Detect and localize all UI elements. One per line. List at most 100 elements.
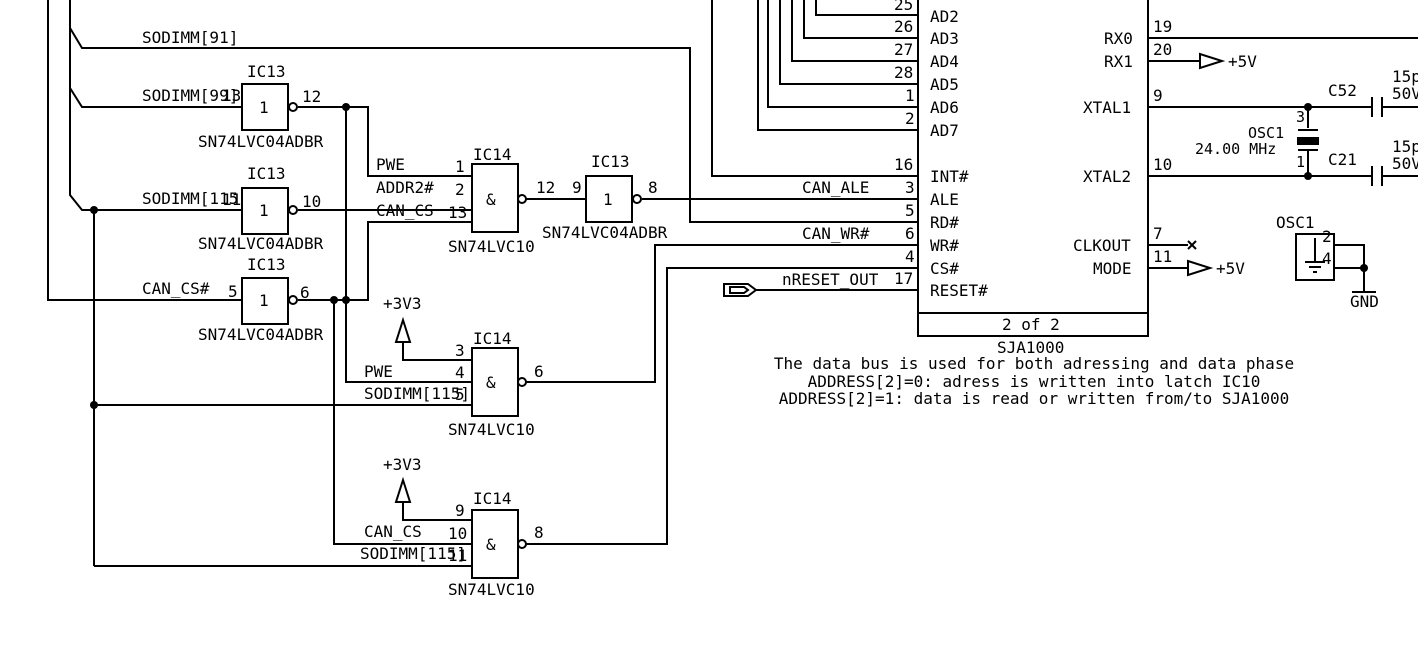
pin-name: XTAL1 [1083, 98, 1131, 117]
cap-ref: C21 [1328, 150, 1357, 169]
capacitor-c52: C52 15p 50V [1328, 67, 1418, 117]
net-label-pwe: PWE [376, 155, 405, 174]
pin-number: 12 [536, 178, 555, 197]
note-line: The data bus is used for both adressing … [774, 354, 1294, 373]
power-5v-rx1: +5V [1199, 52, 1257, 71]
net-label-sodimm99: SODIMM[99] [142, 86, 238, 105]
gate-ref: IC14 [473, 489, 512, 508]
svg-text:1: 1 [259, 201, 269, 220]
pin-number: 11 [1153, 247, 1172, 266]
pin-number: 4 [905, 247, 915, 266]
gate-part: SN74LVC10 [448, 580, 535, 599]
gate-ref: IC13 [591, 152, 630, 171]
pin-number: 25 [894, 0, 913, 14]
inverter-gate-ic13-b: 1 IC13 SN74LVC04ADBR 11 10 [198, 164, 324, 253]
pin-name: MODE [1093, 259, 1132, 278]
schematic-notes: The data bus is used for both adressing … [774, 354, 1294, 408]
gate-part: SN74LVC04ADBR [198, 132, 324, 151]
gate-part: SN74LVC04ADBR [542, 223, 668, 242]
gnd-symbol: GND [1350, 291, 1379, 311]
nand-gate-ic14-b: & IC14 SN74LVC10 3 4 5 6 [448, 329, 544, 439]
pin-number: 6 [534, 362, 544, 381]
pin-number: 6 [905, 224, 915, 243]
pin-name: RD# [930, 213, 959, 232]
pin-name: CS# [930, 259, 959, 278]
pin-number: 5 [228, 282, 238, 301]
crystal-ref: OSC1 [1248, 124, 1284, 142]
pin-number: 4 [1322, 249, 1332, 268]
junction-dot [342, 103, 350, 111]
ic-name: SJA1000 [997, 338, 1064, 357]
net-label-can-wr: CAN_WR# [802, 224, 870, 243]
pin-name: RX1 [1104, 52, 1133, 71]
gate-part: SN74LVC10 [448, 420, 535, 439]
pin-number: 2 [1322, 227, 1332, 246]
power-label: +5V [1228, 52, 1257, 71]
nand-gate-ic14-c: & IC14 SN74LVC10 9 10 11 8 [448, 489, 544, 599]
gate-ref: IC13 [247, 255, 286, 274]
pin-name: WR# [930, 236, 959, 255]
pin-name: AD6 [930, 98, 959, 117]
svg-text:&: & [486, 535, 496, 554]
pin-number: 8 [534, 523, 544, 542]
cap-ref: C52 [1328, 81, 1357, 100]
pin-number: 8 [648, 178, 658, 197]
capacitor-c21: C21 15p 50V [1328, 137, 1418, 186]
net-label-can-cs-2: CAN_CS [364, 522, 422, 541]
net-label-sodimm115-3: SODIMM[115] [360, 544, 466, 563]
pin-number: 17 [894, 269, 913, 288]
pin-number: 7 [1153, 224, 1163, 243]
hierarchical-port-icon [723, 283, 758, 297]
net-label-sodimm115-2: SODIMM[115] [364, 384, 470, 403]
net-label-addr2: ADDR2# [376, 178, 434, 197]
no-connect-icon [1187, 240, 1197, 250]
pin-number: 11 [222, 190, 241, 209]
inverter-gate-ic13-d: 1 IC13 SN74LVC04ADBR 9 8 [542, 152, 668, 242]
pin-name: AD2 [930, 7, 959, 26]
pin-number: 16 [894, 155, 913, 174]
pin-number: 9 [1153, 86, 1163, 105]
power-3v3-a: +3V3 [383, 294, 422, 343]
pin-number: 10 [1153, 155, 1172, 174]
pin-name: RESET# [930, 281, 988, 300]
pin-name: AD5 [930, 75, 959, 94]
inverter-gate-ic13-c: 1 IC13 SN74LVC04ADBR 5 6 [198, 255, 324, 344]
sja1000-ic: 2 of 2 SJA1000 25 AD2 26 AD3 27 AD4 28 A… [894, 0, 1172, 357]
gate-ref: IC14 [473, 145, 512, 164]
gate-ref: IC14 [473, 329, 512, 348]
pin-number: 20 [1153, 40, 1172, 59]
inverter-gate-ic13-a: 1 IC13 SN74LVC04ADBR 13 12 [198, 62, 324, 151]
power-3v3-b: +3V3 [383, 455, 422, 503]
pin-number: 12 [302, 87, 321, 106]
pin-number: 4 [455, 363, 465, 382]
note-line: ADDRESS[2]=1: data is read or written fr… [779, 389, 1290, 408]
pin-number: 5 [905, 201, 915, 220]
pin-number: 26 [894, 17, 913, 36]
cap-rating: 50V [1392, 154, 1418, 173]
note-line: ADDRESS[2]=0: adress is written into lat… [808, 372, 1261, 391]
net-label-can-cs-n: CAN_CS# [142, 279, 210, 298]
gate-part: SN74LVC10 [448, 237, 535, 256]
pin-number: 5 [455, 385, 465, 404]
cap-value: 15p [1392, 137, 1418, 156]
crystal-value: 24.00 MHz [1195, 140, 1276, 158]
gate-ref: IC13 [247, 164, 286, 183]
junction-dot [1304, 103, 1312, 111]
pin-name: CLKOUT [1073, 236, 1131, 255]
svg-text:1: 1 [259, 98, 269, 117]
crystal-osc1: OSC1 24.00 MHz 3 1 [1195, 108, 1319, 171]
net-label-sodimm115: SODIMM[115] [142, 189, 248, 208]
pin-number: 27 [894, 40, 913, 59]
pin-name: ALE [930, 190, 959, 209]
pin-name: AD4 [930, 52, 959, 71]
pin-number: 13 [448, 203, 467, 222]
cap-value: 15p [1392, 67, 1418, 86]
pin-number: 10 [448, 524, 467, 543]
net-label-pwe-2: PWE [364, 362, 393, 381]
power-5v-mode: +5V [1187, 259, 1245, 278]
pin-number: 11 [448, 546, 467, 565]
gate-part: SN74LVC04ADBR [198, 234, 324, 253]
pin-name: XTAL2 [1083, 167, 1131, 186]
pin-number: 2 [455, 180, 465, 199]
junction-dot [330, 296, 338, 304]
